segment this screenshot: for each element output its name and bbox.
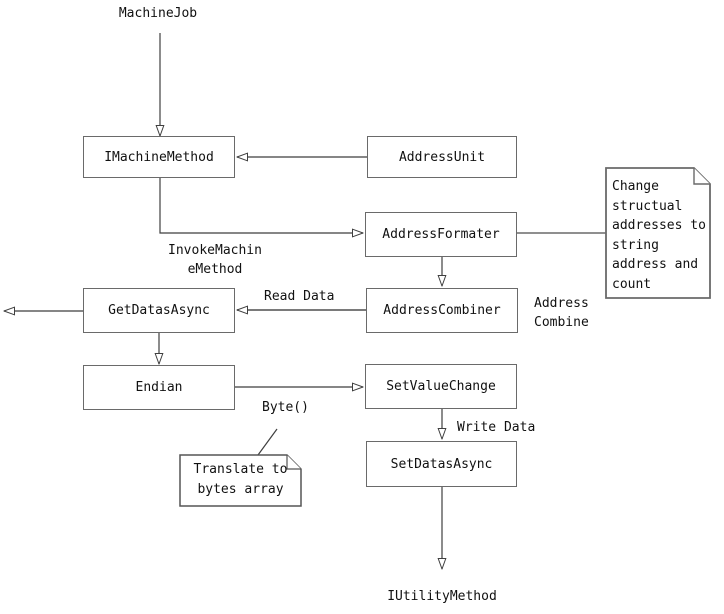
connector-imachinemethod-to-addressformater (159, 178, 363, 233)
note-change-structual-line3: addresses to (612, 218, 706, 233)
label-invoke-machine-method: InvokeMachin eMethod (150, 241, 280, 279)
label-invoke-machine-method-line2: eMethod (187, 262, 243, 277)
node-address-unit: AddressUnit (367, 136, 517, 178)
node-set-datas-async: SetDatasAsync (366, 441, 517, 487)
label-invoke-machine-method-line1: InvokeMachin (168, 243, 262, 258)
label-address-combine: Address Combine (534, 294, 589, 332)
note-change-structual-line1: Change (612, 179, 659, 194)
node-set-value-change: SetValueChange (365, 364, 517, 409)
note-translate-bytes-outline (179, 454, 302, 507)
note-translate-bytes-text: Translate to bytes array (182, 460, 299, 500)
node-imachine-method: IMachineMethod (83, 136, 235, 178)
label-byte-call: Byte() (262, 400, 309, 415)
note-translate-bytes-line1: Translate to (193, 462, 288, 477)
note-change-structual-line6: count (612, 276, 652, 292)
node-address-formater: AddressFormater (365, 212, 517, 257)
note-change-structual-text: Change structual addresses to string add… (612, 177, 708, 294)
label-address-combine-line2: Combine (534, 315, 589, 330)
node-get-datas-async: GetDatasAsync (83, 288, 235, 333)
label-machine-job: MachineJob (118, 6, 198, 21)
note-translate-bytes-fold-icon (286, 455, 301, 470)
node-address-combiner: AddressCombiner (366, 288, 518, 333)
note-translate-bytes-line2: bytes array (197, 482, 284, 497)
note-change-structual-outline (605, 167, 711, 299)
note-change-structual-line5: address and (612, 257, 699, 272)
label-write-data: Write Data (457, 420, 536, 435)
label-address-combine-line1: Address (534, 296, 589, 311)
label-iutility-method: IUtilityMethod (387, 589, 497, 604)
note-change-structual-line4: string (612, 237, 659, 253)
label-read-data: Read Data (264, 289, 335, 304)
node-endian: Endian (83, 365, 235, 410)
note-change-structual-line2: structual (612, 198, 683, 214)
note-change-structual-fold-icon (693, 168, 710, 185)
connector-byte-to-translate-note (257, 428, 278, 456)
